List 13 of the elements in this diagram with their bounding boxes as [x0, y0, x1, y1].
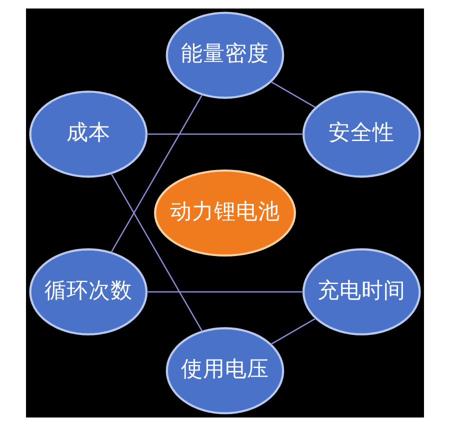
node-ellipse: 动力锂电池 — [154, 169, 296, 257]
node-ellipse: 使用电压 — [166, 327, 284, 414]
node-ellipse: 成本 — [29, 90, 148, 178]
connector — [146, 133, 304, 135]
connector — [146, 291, 304, 293]
node-ellipse: 安全性 — [302, 90, 421, 178]
node-ellipse: 能量密度 — [166, 12, 284, 99]
connector — [110, 94, 203, 253]
node-ellipse: 充电时间 — [302, 248, 421, 336]
connector — [270, 81, 316, 108]
node-ellipse: 循环次数 — [29, 248, 148, 336]
connector — [110, 173, 203, 332]
connector — [270, 318, 316, 345]
